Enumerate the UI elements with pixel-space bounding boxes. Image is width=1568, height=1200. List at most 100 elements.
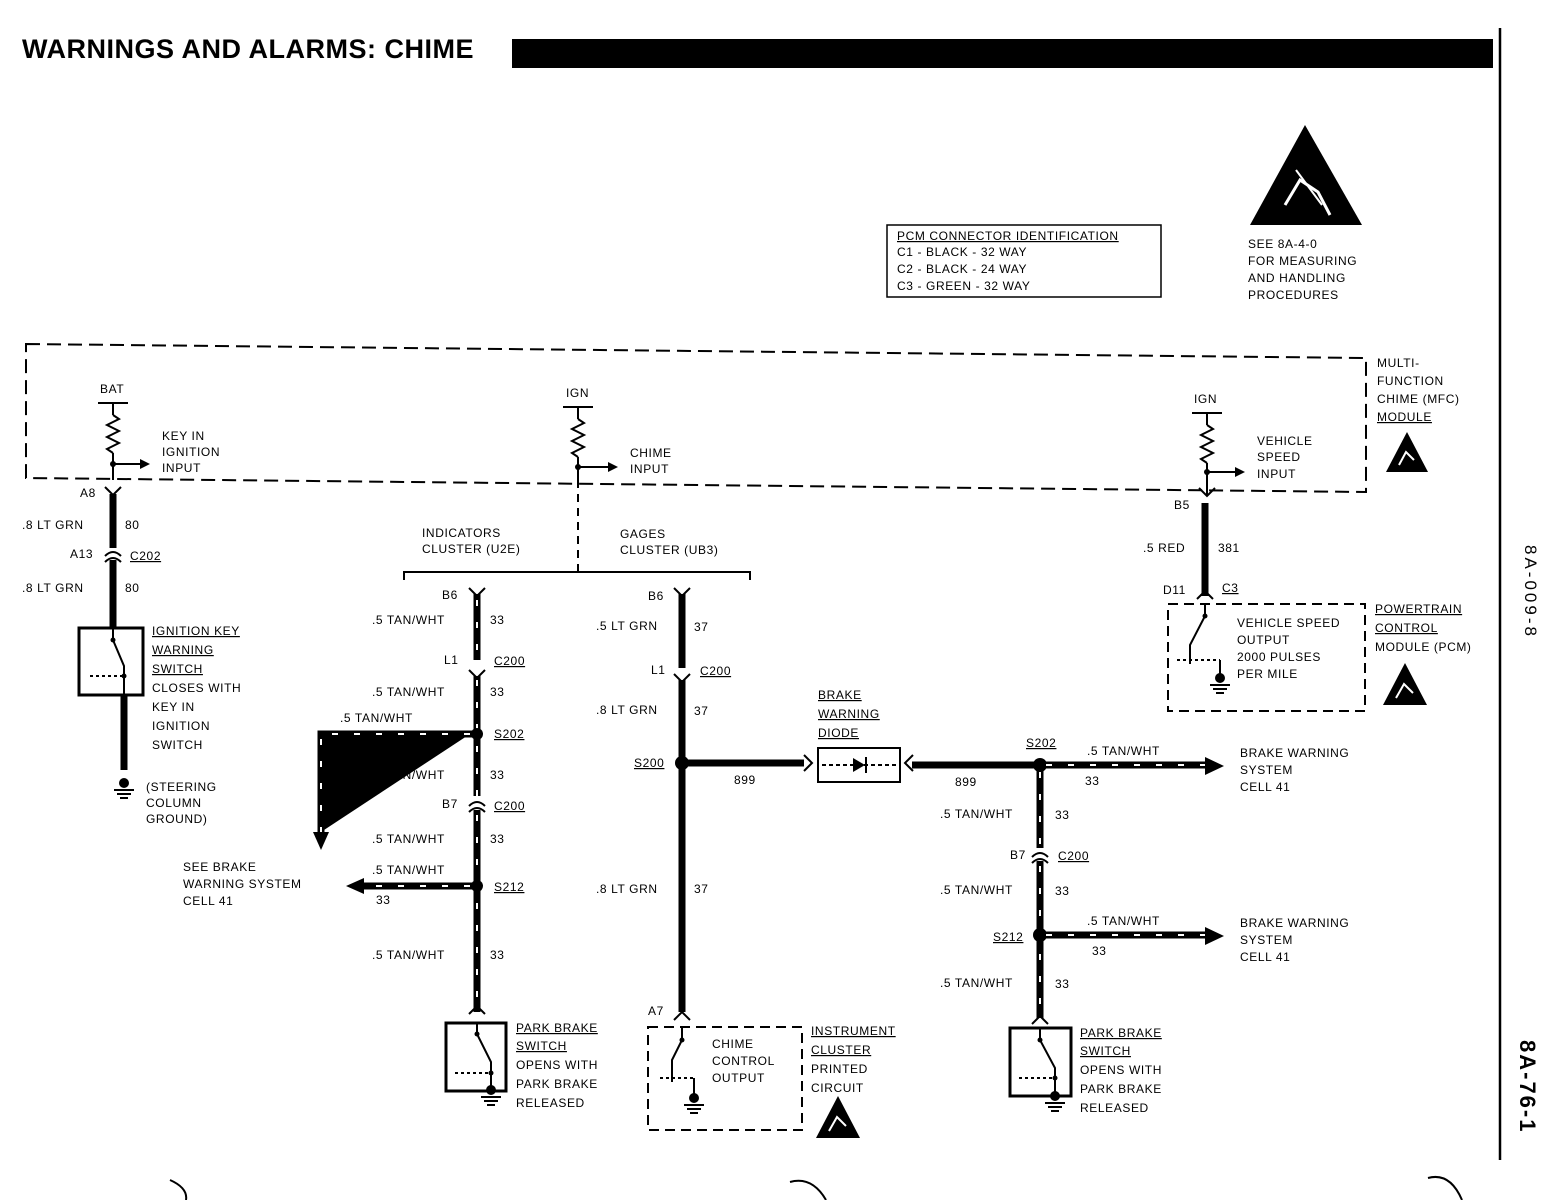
splice-label: S202 bbox=[494, 727, 524, 741]
chime-output-label: CHIME bbox=[712, 1037, 754, 1051]
chime-input-resistor bbox=[569, 407, 618, 480]
pin-label: A8 bbox=[80, 486, 96, 500]
ign-label-mid: IGN bbox=[566, 386, 589, 400]
mfc-module-box bbox=[25, 342, 1367, 494]
switch-label: PARK BRAKE bbox=[516, 1021, 598, 1035]
circuit-number: 33 bbox=[1055, 808, 1070, 822]
wire-label: .8 LT GRN bbox=[22, 518, 84, 532]
esd-note-line: FOR MEASURING bbox=[1248, 254, 1357, 268]
connector-label: C3 bbox=[1222, 581, 1239, 595]
connector-label: C200 bbox=[700, 664, 731, 678]
connector-label: C200 bbox=[494, 799, 525, 813]
brake-warning-label: CELL 41 bbox=[1240, 780, 1290, 794]
pcm-table-row: C2 - BLACK - 24 WAY bbox=[897, 262, 1027, 276]
circuit-number: 33 bbox=[490, 613, 505, 627]
circuit-number: 33 bbox=[1092, 944, 1107, 958]
switch-label: SWITCH bbox=[1080, 1044, 1131, 1058]
pin-label: B7 bbox=[442, 797, 458, 811]
pcm-label: CONTROL bbox=[1375, 621, 1438, 635]
circuit-number: 80 bbox=[125, 518, 140, 532]
pin-label: B5 bbox=[1174, 498, 1190, 512]
see-brake-label: SEE BRAKE bbox=[183, 860, 256, 874]
esd-note-line: PROCEDURES bbox=[1248, 288, 1339, 302]
mfc-label-line: MULTI- bbox=[1377, 356, 1420, 370]
speed-input-resistor bbox=[1198, 413, 1245, 495]
wire-label: .5 TAN/WHT bbox=[940, 976, 1013, 990]
instrument-cluster-desc: PRINTED bbox=[811, 1062, 868, 1076]
brake-warning-diode bbox=[803, 747, 1040, 783]
chime-output-label: CONTROL bbox=[712, 1054, 775, 1068]
gages-circuit bbox=[647, 587, 860, 1138]
ground-icon bbox=[481, 1085, 501, 1106]
switch-desc: IGNITION bbox=[152, 719, 210, 733]
cluster-bracket bbox=[403, 571, 751, 580]
bat-resistor bbox=[104, 403, 150, 480]
pcm-circuit bbox=[1167, 487, 1427, 712]
indicators-cluster-label: INDICATORS bbox=[422, 526, 501, 540]
pin-label: D11 bbox=[1163, 583, 1186, 597]
splice-label: S200 bbox=[634, 756, 664, 770]
circuit-number: 33 bbox=[1055, 977, 1070, 991]
wire-label: .5 RED bbox=[1143, 541, 1185, 555]
circuit-number: 33 bbox=[1085, 774, 1100, 788]
wire-label: .8 LT GRN bbox=[22, 581, 84, 595]
wire-label: .5 TAN/WHT bbox=[940, 883, 1013, 897]
pcm-table-row: C3 - GREEN - 32 WAY bbox=[897, 279, 1030, 293]
wire-label: .5 TAN/WHT bbox=[1087, 744, 1160, 758]
brake-warning-label: CELL 41 bbox=[1240, 950, 1290, 964]
wire-label: .5 TAN/WHT bbox=[372, 948, 445, 962]
switch-desc: PARK BRAKE bbox=[1080, 1082, 1162, 1096]
diode-label: DIODE bbox=[818, 726, 859, 740]
see-brake-label: WARNING SYSTEM bbox=[183, 877, 302, 891]
speed-input-label: INPUT bbox=[1257, 467, 1296, 481]
mfc-label-line: CHIME (MFC) bbox=[1377, 392, 1460, 406]
pin-label: L1 bbox=[444, 653, 459, 667]
wire-label: .5 TAN/WHT bbox=[372, 863, 445, 877]
brake-warning-label: SYSTEM bbox=[1240, 763, 1293, 777]
circuit-number: 899 bbox=[734, 773, 756, 787]
circuit-number: 33 bbox=[490, 832, 505, 846]
switch-desc: RELEASED bbox=[1080, 1101, 1149, 1115]
brake-warning-label: BRAKE WARNING bbox=[1240, 916, 1349, 930]
pcm-connector-table: PCM CONNECTOR IDENTIFICATION C1 - BLACK … bbox=[886, 224, 1162, 298]
ground-icon bbox=[1210, 673, 1230, 694]
chime-input-label: INPUT bbox=[630, 462, 669, 476]
ground-label: GROUND) bbox=[146, 812, 208, 826]
esd-note-line: AND HANDLING bbox=[1248, 271, 1346, 285]
switch-desc: RELEASED bbox=[516, 1096, 585, 1110]
binder-hole-mark bbox=[169, 1179, 188, 1200]
wire-label: .8 LT GRN bbox=[596, 703, 658, 717]
bat-label: BAT bbox=[100, 382, 124, 396]
esd-small-icon bbox=[1383, 663, 1427, 705]
switch-label: SWITCH bbox=[516, 1039, 567, 1053]
circuit-number: 33 bbox=[490, 685, 505, 699]
pin-label: B7 bbox=[1010, 848, 1026, 862]
instrument-cluster-desc: CIRCUIT bbox=[811, 1081, 864, 1095]
pcm-table-title: PCM CONNECTOR IDENTIFICATION bbox=[897, 229, 1119, 243]
circuit-number: 33 bbox=[341, 741, 356, 755]
switch-label: PARK BRAKE bbox=[1080, 1026, 1162, 1040]
chime-input-label: CHIME bbox=[630, 446, 672, 460]
wire-label: .5 TAN/WHT bbox=[1087, 914, 1160, 928]
speed-output-label: VEHICLE SPEED bbox=[1237, 616, 1340, 630]
circuit-number: 37 bbox=[694, 620, 709, 634]
gages-cluster-label: GAGES bbox=[620, 527, 666, 541]
speed-output-label: 2000 PULSES bbox=[1237, 650, 1321, 664]
pcm-label: POWERTRAIN bbox=[1375, 602, 1462, 616]
ignition-key-circuit bbox=[77, 486, 145, 799]
circuit-number: 33 bbox=[490, 768, 505, 782]
binder-hole-mark bbox=[789, 1179, 827, 1200]
right-brake-circuit bbox=[1008, 757, 1224, 1112]
circuit-number: 33 bbox=[1055, 884, 1070, 898]
wire-label: .5 LT GRN bbox=[596, 619, 658, 633]
instrument-cluster-label: CLUSTER bbox=[811, 1043, 871, 1057]
key-input-label: IGNITION bbox=[162, 445, 220, 459]
wire-label: .8 LT GRN bbox=[596, 882, 658, 896]
circuit-number: 80 bbox=[125, 581, 140, 595]
wire-label: .5 TAN/WHT bbox=[372, 832, 445, 846]
mfc-label-line: MODULE bbox=[1377, 410, 1432, 424]
binder-hole-mark bbox=[1427, 1176, 1463, 1200]
indicators-cluster-label: CLUSTER (U2E) bbox=[422, 542, 520, 556]
wire-label: .5 TAN/WHT bbox=[372, 768, 445, 782]
